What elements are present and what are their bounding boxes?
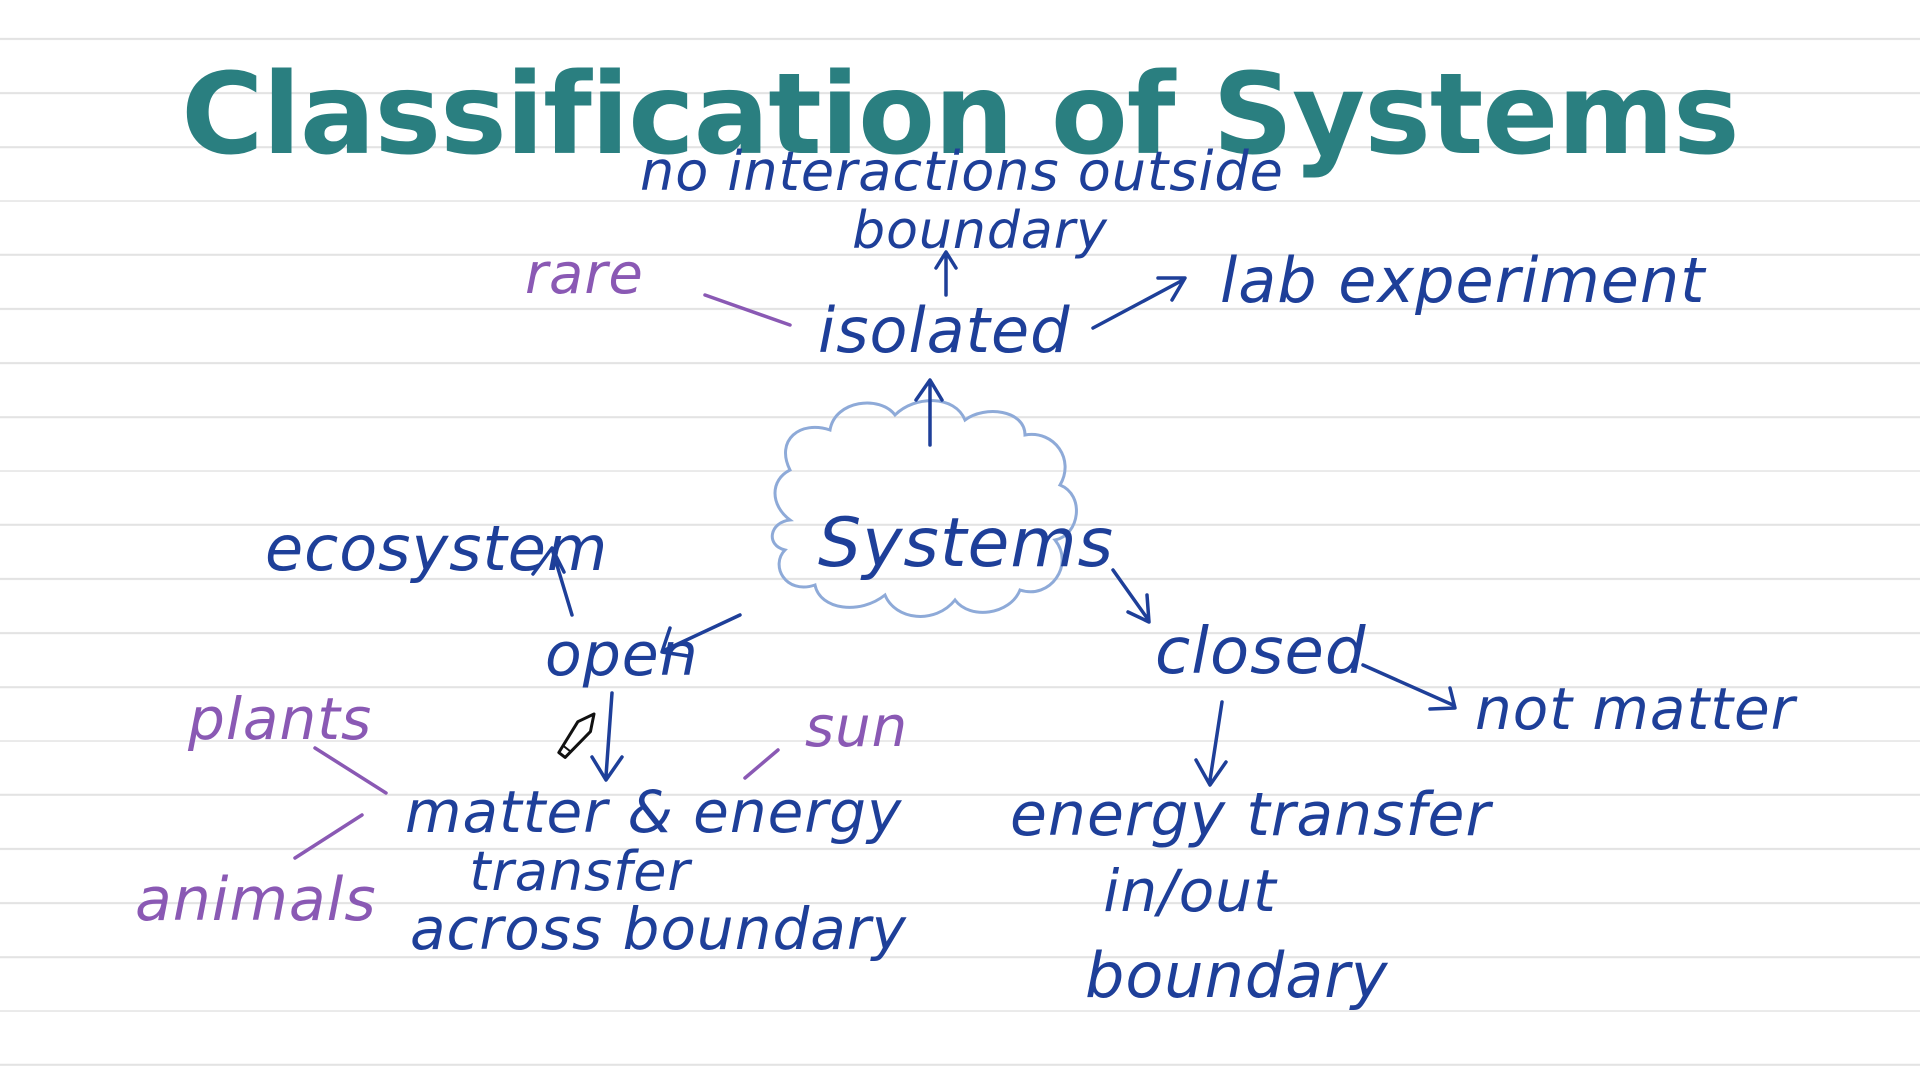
closed-description-line2: in/out [1103, 857, 1277, 925]
open-description-line1: matter & energy [405, 778, 903, 846]
open-description-line2: transfer [469, 840, 691, 903]
center-systems-label: Systems [818, 504, 1114, 583]
isolated-note-rare: rare [525, 242, 644, 307]
closed-label: closed [1155, 615, 1367, 689]
open-input-plants: plants [188, 685, 373, 753]
open-input-animals: animals [135, 865, 377, 935]
closed-description-line3: boundary [1085, 939, 1389, 1012]
closed-not-matter: not matter [1475, 675, 1796, 743]
closed-description-line1: energy transfer [1010, 780, 1492, 850]
isolated-example-lab-experiment: lab experiment [1220, 244, 1706, 317]
open-input-sun: sun [805, 695, 909, 760]
open-description-line3: across boundary [410, 895, 907, 963]
page-title: Classification of Systems [181, 50, 1739, 181]
open-example-ecosystem: ecosystem [265, 512, 609, 585]
isolated-description-line2: boundary [852, 201, 1108, 261]
open-label: open [545, 620, 699, 690]
isolated-label: isolated [818, 294, 1071, 367]
isolated-description-line1: no interactions outside [640, 140, 1284, 203]
